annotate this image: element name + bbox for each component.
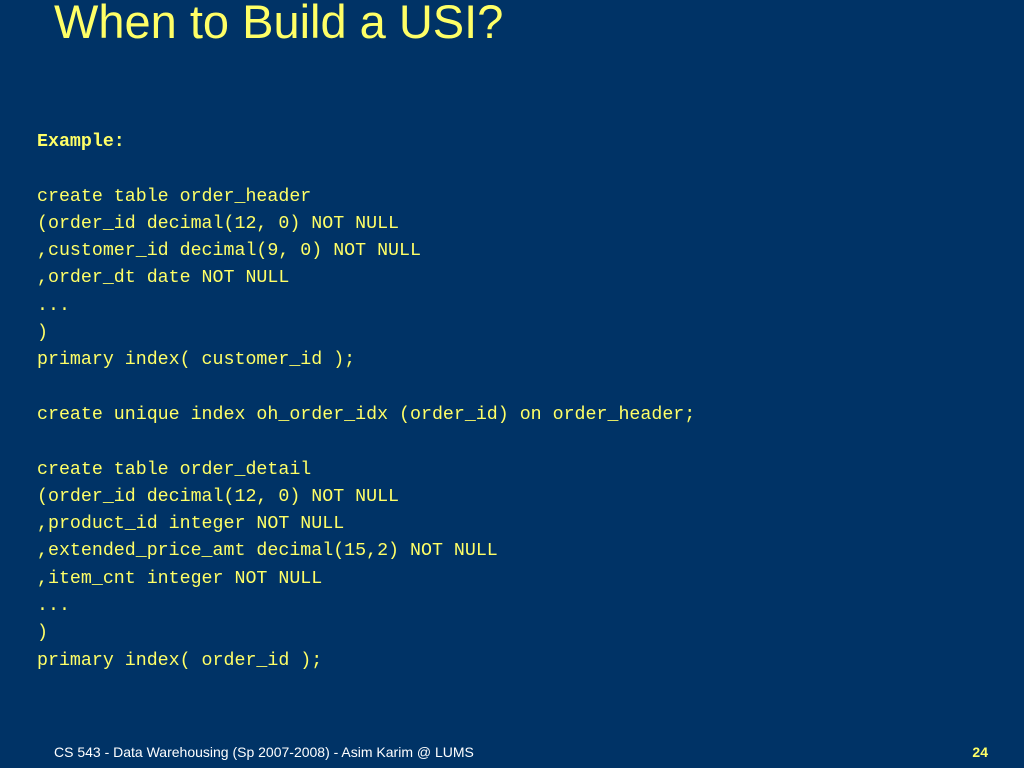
code-line: primary index( order_id );	[37, 650, 323, 671]
code-line: ,order_dt date NOT NULL	[37, 268, 290, 289]
page-number: 24	[972, 744, 988, 760]
code-line-example-label: Example:	[37, 132, 125, 152]
code-line: create table order_header	[37, 186, 312, 207]
code-line-blank	[37, 429, 695, 456]
code-line: (order_id decimal(12, 0) NOT NULL	[37, 213, 400, 234]
code-line: primary index( customer_id );	[37, 350, 356, 371]
code-line: )	[37, 323, 48, 344]
code-line: )	[37, 623, 48, 644]
code-line: ...	[37, 596, 70, 617]
footer-course-label: CS 543 - Data Warehousing (Sp 2007-2008)…	[54, 744, 474, 760]
code-line-blank	[37, 156, 695, 183]
code-line: ,product_id integer NOT NULL	[37, 514, 345, 535]
code-line: ,customer_id decimal(9, 0) NOT NULL	[37, 241, 421, 262]
code-example: Example: create table order_header (orde…	[37, 129, 695, 675]
code-line: ,item_cnt integer NOT NULL	[37, 568, 323, 589]
slide-title: When to Build a USI?	[54, 0, 504, 48]
code-line: ...	[37, 295, 70, 316]
code-line: (order_id decimal(12, 0) NOT NULL	[37, 486, 400, 507]
code-line-blank	[37, 375, 695, 402]
code-line: ,extended_price_amt decimal(15,2) NOT NU…	[37, 541, 498, 562]
code-line: create table order_detail	[37, 459, 312, 480]
code-line: create unique index oh_order_idx (order_…	[37, 404, 696, 425]
